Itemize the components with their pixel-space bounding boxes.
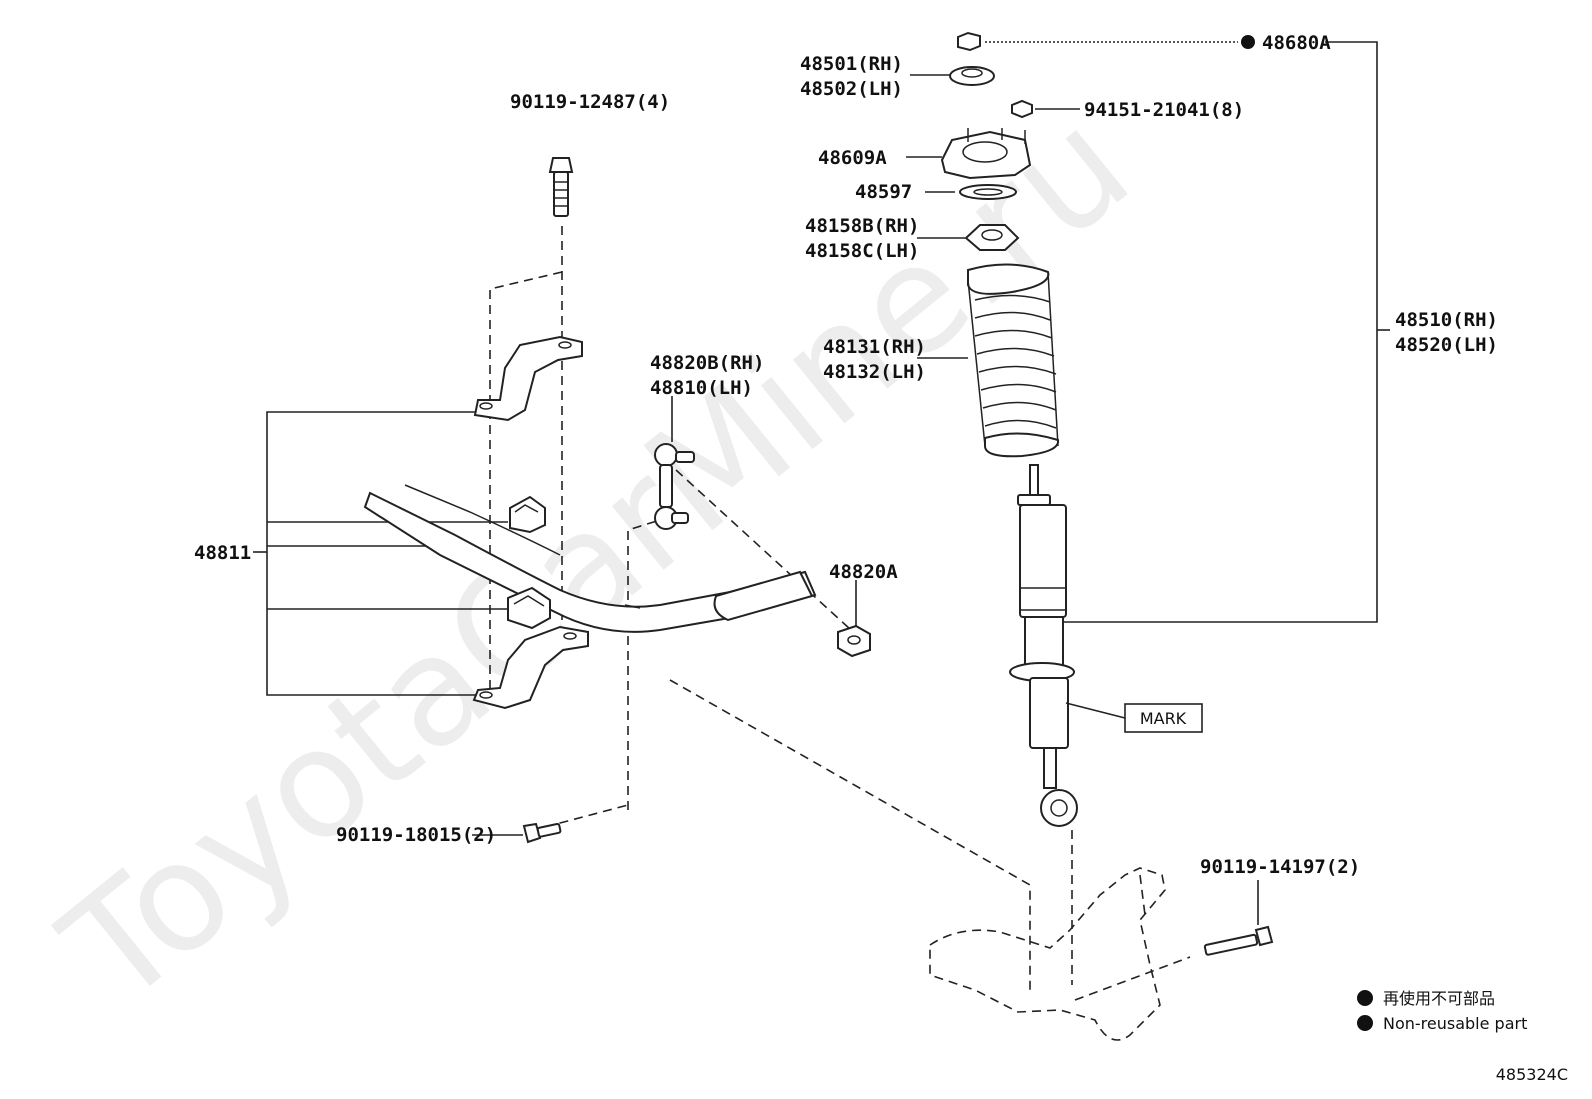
insulator-icon: [917, 224, 1020, 251]
label-48597: 48597: [855, 181, 912, 203]
label-48609a: 48609A: [818, 147, 887, 169]
non-reusable-dot-icon: [1241, 35, 1255, 49]
upper-bracket-icon: [473, 335, 583, 422]
lower-arm-icon: [929, 867, 1191, 1041]
bushing-upper-icon: [509, 495, 546, 534]
stabilizer-bar-icon: [363, 484, 817, 633]
seat-48597-icon: [925, 184, 1017, 200]
label-48158b: 48158B(RH): [805, 215, 919, 237]
label-94151: 94151-21041(8): [1084, 99, 1244, 121]
mark-callout: MARK: [1065, 702, 1203, 733]
legend-line-jp: 再使用不可部品: [1383, 989, 1495, 1008]
mark-label: MARK: [1140, 709, 1187, 728]
label-bolt-90119-14197: 90119-14197(2): [1200, 856, 1360, 878]
bearing-icon: [910, 66, 995, 86]
stabilizer-link-icon: [654, 396, 695, 530]
nut-48680a-icon: [957, 31, 1255, 52]
bolt-90119-14197-icon: [1203, 880, 1274, 956]
label-48131: 48131(RH): [823, 336, 926, 358]
callout-labels: 90119-12487(4) 48811 48820B(RH) 48810(LH…: [194, 32, 1498, 878]
label-48501: 48501(RH): [800, 53, 903, 75]
dashed-guides-left: [489, 226, 1031, 990]
label-bolt-90119-12487: 90119-12487(4): [510, 91, 670, 113]
label-48811: 48811: [194, 542, 251, 564]
coil-spring-icon: [917, 263, 1060, 458]
label-48820b: 48820B(RH): [650, 352, 764, 374]
lower-bracket-icon: [472, 625, 589, 710]
legend-dot-icon: [1357, 1015, 1373, 1031]
bolt-90119-12487-icon: [548, 157, 574, 217]
label-bolt-90119-18015: 90119-18015(2): [336, 824, 496, 846]
label-48502: 48502(LH): [800, 78, 903, 100]
label-48520: 48520(LH): [1395, 334, 1498, 356]
figure-id: 485324C: [1496, 1065, 1568, 1084]
label-48820a: 48820A: [829, 561, 898, 583]
label-48510: 48510(RH): [1395, 309, 1498, 331]
shock-absorber-icon: [1009, 464, 1078, 985]
bracket-48510: [1055, 41, 1390, 623]
bushing-lower-icon: [507, 586, 551, 630]
label-48680a: 48680A: [1262, 32, 1331, 54]
legend-dot-icon: [1357, 990, 1373, 1006]
nut-48820a-icon: [837, 580, 871, 658]
upper-mount-icon: [906, 128, 1032, 180]
legend-line-en: Non-reusable part: [1383, 1014, 1527, 1033]
bolt-90119-18015-icon: [472, 822, 562, 844]
label-48158c: 48158C(LH): [805, 240, 919, 262]
label-48810: 48810(LH): [650, 377, 753, 399]
nut-94151-icon: [1011, 99, 1080, 119]
label-48132: 48132(LH): [823, 361, 926, 383]
legend: 再使用不可部品 Non-reusable part: [1357, 989, 1527, 1033]
